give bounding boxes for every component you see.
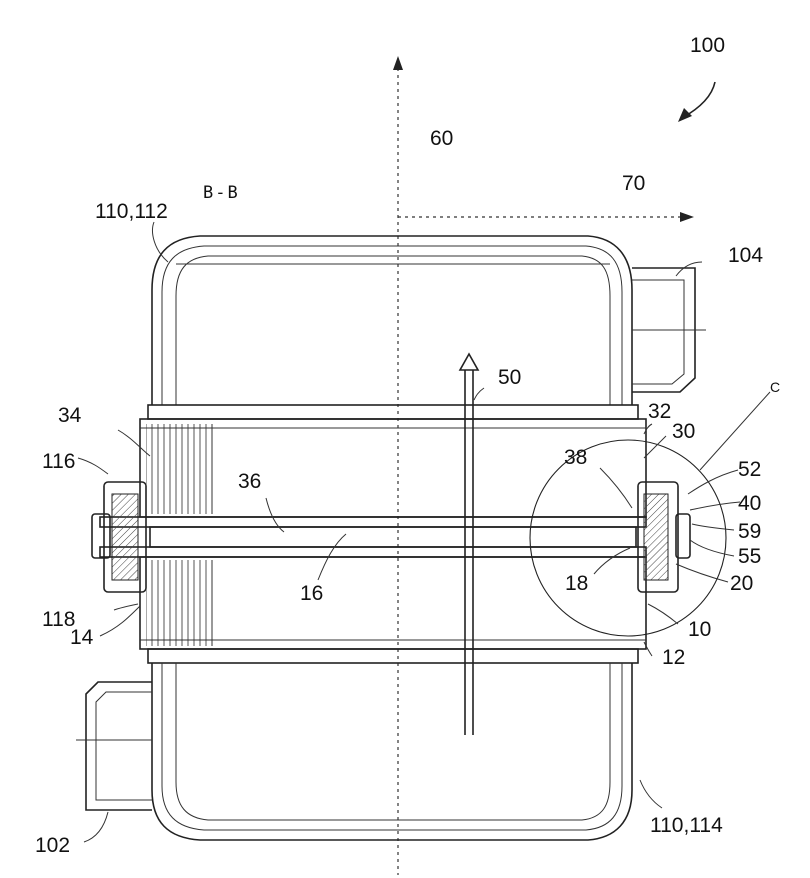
label-50: 50 xyxy=(498,366,521,389)
radial-arrowhead xyxy=(680,212,694,222)
axis-arrowhead xyxy=(393,56,403,70)
label-36: 36 xyxy=(238,470,261,493)
left-seal xyxy=(92,482,146,592)
inlet-pipe xyxy=(76,682,152,810)
upper-housing xyxy=(152,236,632,405)
label-32: 32 xyxy=(648,400,671,423)
filter-lower xyxy=(140,557,646,649)
upper-flange xyxy=(148,405,638,419)
label-10: 10 xyxy=(688,618,711,641)
lower-housing xyxy=(152,663,632,840)
label-70: 70 xyxy=(622,172,645,195)
label-52: 52 xyxy=(738,458,761,481)
outlet-pipe xyxy=(632,268,706,392)
label-34: 34 xyxy=(58,404,82,427)
label-55: 55 xyxy=(738,545,761,568)
label-30: 30 xyxy=(672,420,695,443)
label-18: 18 xyxy=(565,572,588,595)
label-102: 102 xyxy=(35,834,70,857)
lower-flange xyxy=(148,649,638,663)
detail-circle xyxy=(530,440,726,636)
flow-arrow xyxy=(460,354,478,735)
label-116: 116 xyxy=(42,450,75,473)
label-59: 59 xyxy=(738,520,761,543)
section-label: B-B xyxy=(203,183,240,203)
detail-label: C xyxy=(770,379,780,395)
label-100: 100 xyxy=(690,34,725,57)
right-seal xyxy=(638,482,690,592)
leader-lines xyxy=(78,222,740,842)
label-38: 38 xyxy=(564,446,587,469)
label-60: 60 xyxy=(430,127,453,150)
label-110-114: 110,114 xyxy=(650,814,723,837)
label-20: 20 xyxy=(730,572,753,595)
label-14: 14 xyxy=(70,626,94,649)
label-16: 16 xyxy=(300,582,323,605)
center-plate xyxy=(100,517,646,557)
label-12: 12 xyxy=(662,646,685,669)
label-104: 104 xyxy=(728,244,763,267)
label-40: 40 xyxy=(738,492,761,515)
label-110-112: 110,112 xyxy=(95,200,168,223)
